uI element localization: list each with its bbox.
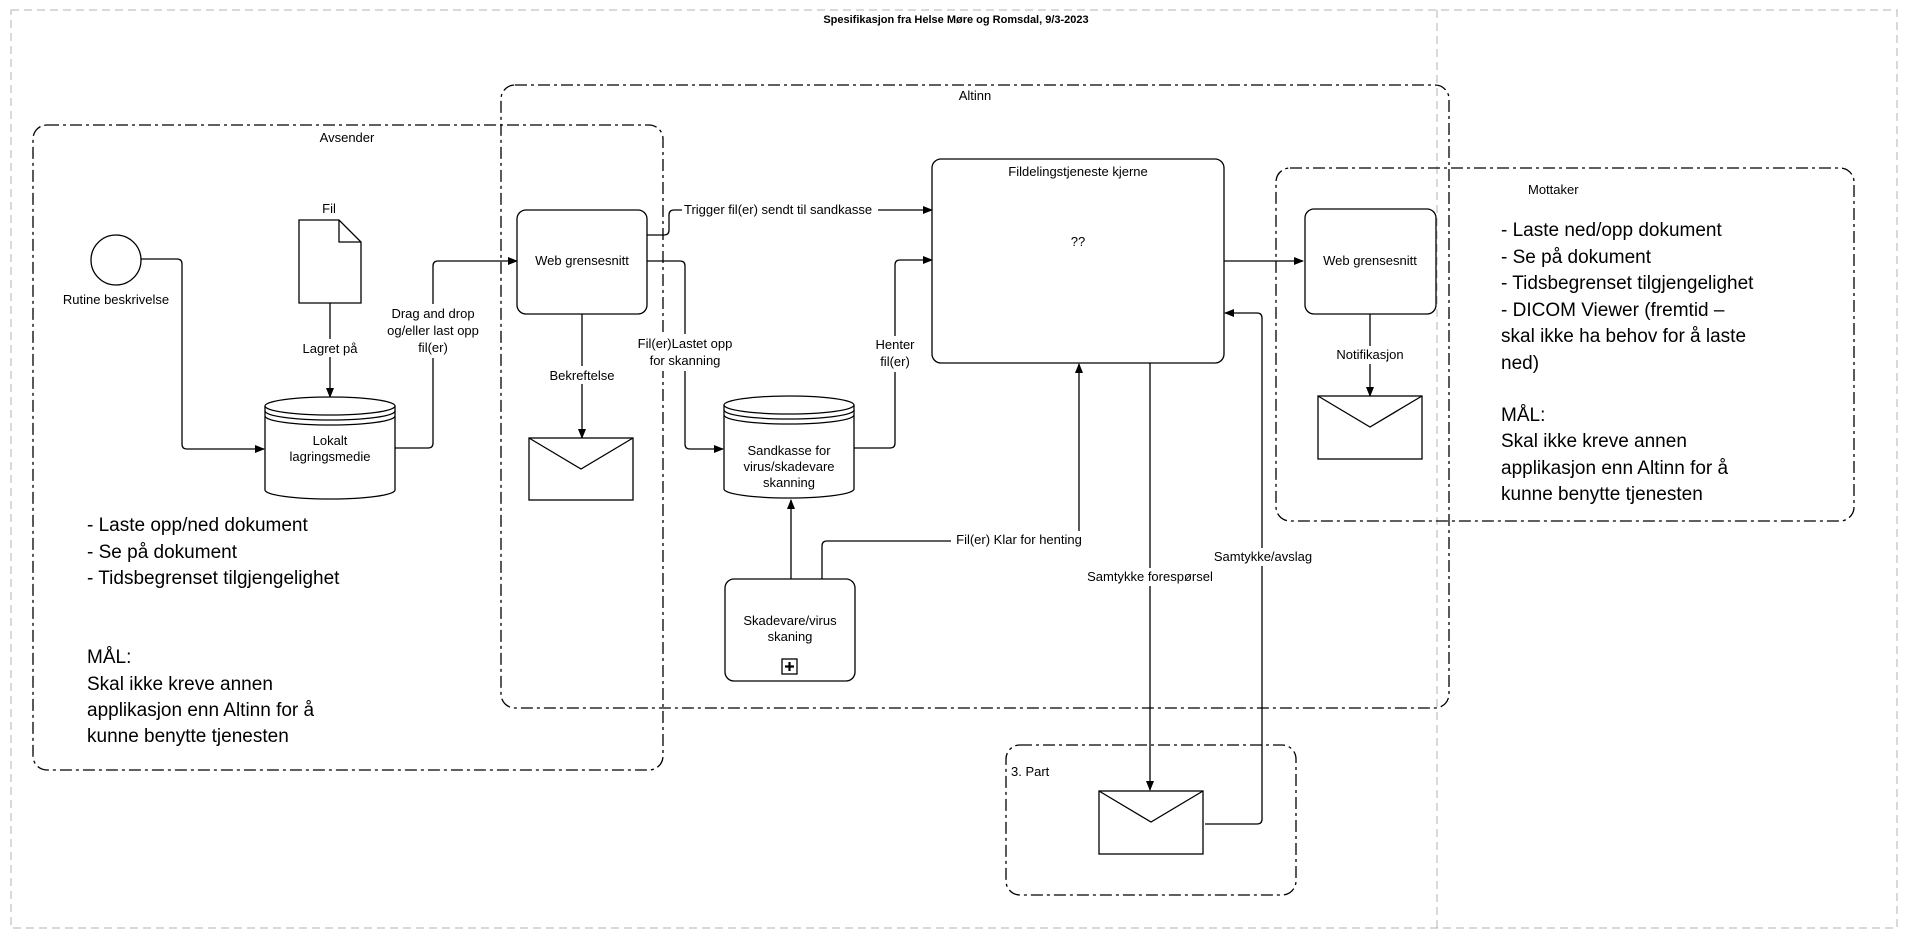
mottaker-notes: - Laste ned/opp dokument - Se på dokumen… [1501, 220, 1754, 505]
rutine-circle [90, 234, 142, 286]
web-avsender-label: Web grensesnitt [535, 253, 629, 268]
edge-trigger [647, 206, 933, 236]
avsender-note-1: - Laste opp/ned dokument [87, 515, 308, 536]
fildelingstjeneste-kjerne [931, 158, 1225, 364]
database-icon-sandkasse [723, 395, 855, 499]
label-drag-2: og/eller last opp [387, 323, 479, 338]
edge-rutine-to-lokalt [141, 258, 265, 453]
label-samtykke-avslag: Samtykke/avslag [1214, 549, 1312, 564]
label-bekreftelse: Bekreftelse [549, 368, 614, 383]
container-avsender-label: Avsender [320, 130, 375, 145]
web-grensesnitt-avsender [516, 209, 648, 315]
sandkasse-label-1: Sandkasse for [747, 443, 831, 458]
edge-samtykke-avslag [1205, 309, 1263, 825]
file-icon-fold [338, 220, 361, 243]
label-henter-1: Henter [875, 337, 915, 352]
envelope-icon-notifikasjon [1317, 395, 1423, 460]
label-drag-3: fil(er) [418, 340, 448, 355]
fil-label: Fil [322, 201, 336, 216]
container-mottaker-label: Mottaker [1528, 182, 1579, 197]
rutine-label: Rutine beskrivelse [63, 292, 169, 307]
avsender-goal-2: applikasjon enn Altinn for å [87, 700, 315, 721]
label-drag-1: Drag and drop [391, 306, 474, 321]
skadevare-label-1: Skadevare/virus [743, 613, 837, 628]
subprocess-plus-icon [781, 658, 798, 675]
sandkasse-label-3: skanning [763, 475, 815, 490]
label-lastet-1: Fil(er)Lastet opp [638, 336, 733, 351]
kjerne-body: ?? [1071, 234, 1085, 249]
avsender-goal-heading: MÅL: [87, 647, 131, 668]
label-trigger: Trigger fil(er) sendt til sandkasse [684, 202, 872, 217]
label-lagret-pa: Lagret på [303, 341, 359, 356]
mottaker-note-2: - Se på dokument [1501, 247, 1652, 268]
mottaker-note-3: - Tidsbegrenset tilgjengelighet [1501, 273, 1754, 294]
page-frame [10, 9, 1898, 929]
avsender-note-3: - Tidsbegrenset tilgjengelighet [87, 568, 340, 589]
page-title: Spesifikasjon fra Helse Møre og Romsdal,… [823, 14, 1088, 26]
container-avsender [32, 124, 664, 771]
avsender-goal-1: Skal ikke kreve annen [87, 674, 273, 695]
mottaker-goal-2: applikasjon enn Altinn for å [1501, 458, 1729, 479]
label-lastet-2: for skanning [650, 353, 721, 368]
web-grensesnitt-mottaker [1304, 208, 1437, 315]
mottaker-note-6: ned) [1501, 353, 1539, 374]
skadevare-subprocess [724, 578, 856, 682]
label-notifikasjon: Notifikasjon [1336, 347, 1403, 362]
container-tredje-part [1005, 744, 1297, 896]
label-samtykke-foresporsel: Samtykke forespørsel [1087, 569, 1213, 584]
envelope-icon-tredje-part [1098, 790, 1204, 855]
database-icon-lokalt [264, 396, 396, 500]
container-tredje-part-label: 3. Part [1011, 764, 1050, 779]
container-altinn-label: Altinn [959, 88, 992, 103]
kjerne-title: Fildelingstjeneste kjerne [1008, 164, 1147, 179]
lokalt-label-2: lagringsmedie [290, 449, 371, 464]
label-klar-for-henting: Fil(er) Klar for henting [956, 532, 1082, 547]
mottaker-note-4: - DICOM Viewer (fremtid – [1501, 300, 1725, 321]
avsender-notes: - Laste opp/ned dokument - Se på dokumen… [87, 515, 340, 747]
lokalt-label-1: Lokalt [313, 433, 348, 448]
mottaker-goal-3: kunne benytte tjenesten [1501, 484, 1703, 505]
mottaker-goal-heading: MÅL: [1501, 405, 1545, 426]
envelope-icon-bekreftelse [528, 437, 634, 501]
avsender-goal-3: kunne benytte tjenesten [87, 726, 289, 747]
mottaker-note-1: - Laste ned/opp dokument [1501, 220, 1722, 241]
label-henter-2: fil(er) [880, 354, 910, 369]
container-altinn [500, 84, 1450, 709]
file-icon [298, 219, 362, 304]
avsender-note-2: - Se på dokument [87, 542, 238, 563]
web-mottaker-label: Web grensesnitt [1323, 253, 1417, 268]
sandkasse-label-2: virus/skadevare [743, 459, 834, 474]
mottaker-note-5: skal ikke ha behov for å laste [1501, 326, 1746, 347]
skadevare-label-2: skaning [768, 629, 813, 644]
mottaker-goal-1: Skal ikke kreve annen [1501, 431, 1687, 452]
